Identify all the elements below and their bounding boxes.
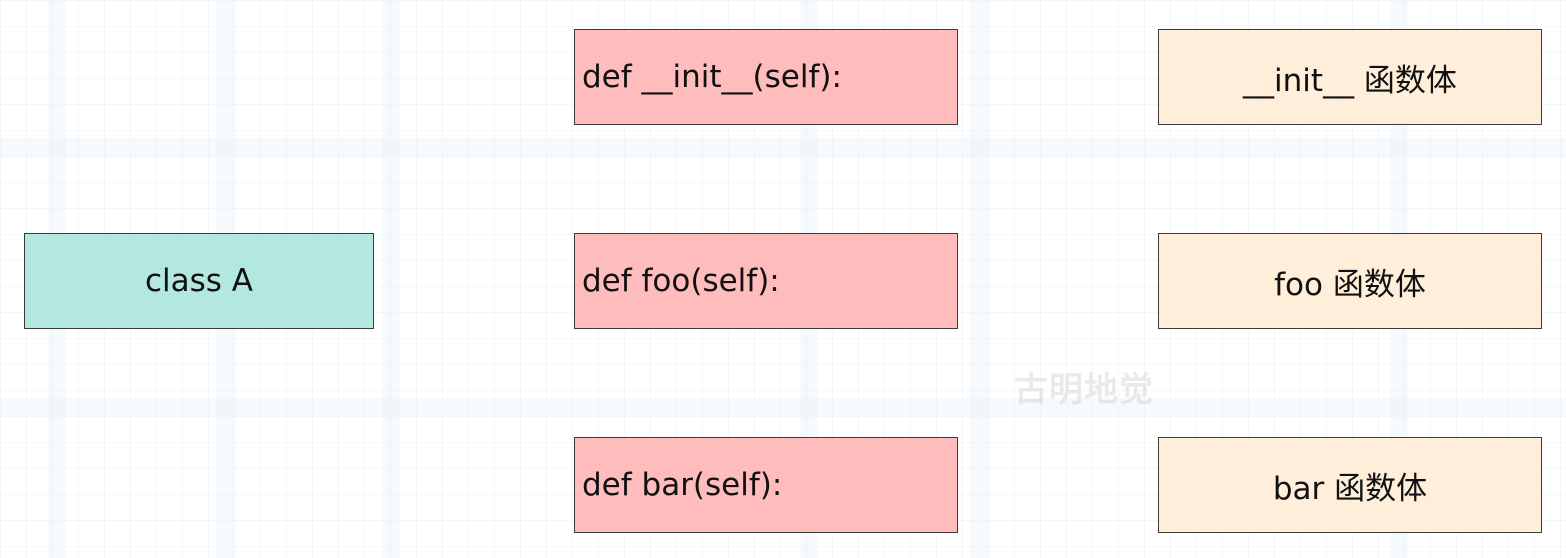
method-init-label: def __init__(self):	[582, 59, 842, 95]
foo-body-node: foo 函数体	[1158, 233, 1542, 329]
class-a-node: class A	[24, 233, 374, 329]
class-a-label: class A	[144, 263, 253, 299]
foo-body-label: foo 函数体	[1274, 266, 1426, 303]
background-grid-band	[0, 398, 1566, 416]
background-grid-band	[382, 0, 400, 558]
method-foo-label: def foo(self):	[582, 263, 780, 299]
init-body-node: __init__ 函数体	[1158, 29, 1542, 125]
bar-body-node: bar 函数体	[1158, 437, 1542, 533]
background-grid-band	[970, 0, 988, 558]
method-bar-node: def bar(self):	[574, 437, 958, 533]
bar-body-label: bar 函数体	[1272, 470, 1428, 507]
watermark: 古明地觉	[1014, 370, 1154, 410]
method-foo-node: def foo(self):	[574, 233, 958, 329]
method-bar-label: def bar(self):	[582, 467, 783, 503]
method-init-node: def __init__(self):	[574, 29, 958, 125]
background-grid-band	[0, 138, 1566, 156]
init-body-label: __init__ 函数体	[1243, 62, 1457, 99]
